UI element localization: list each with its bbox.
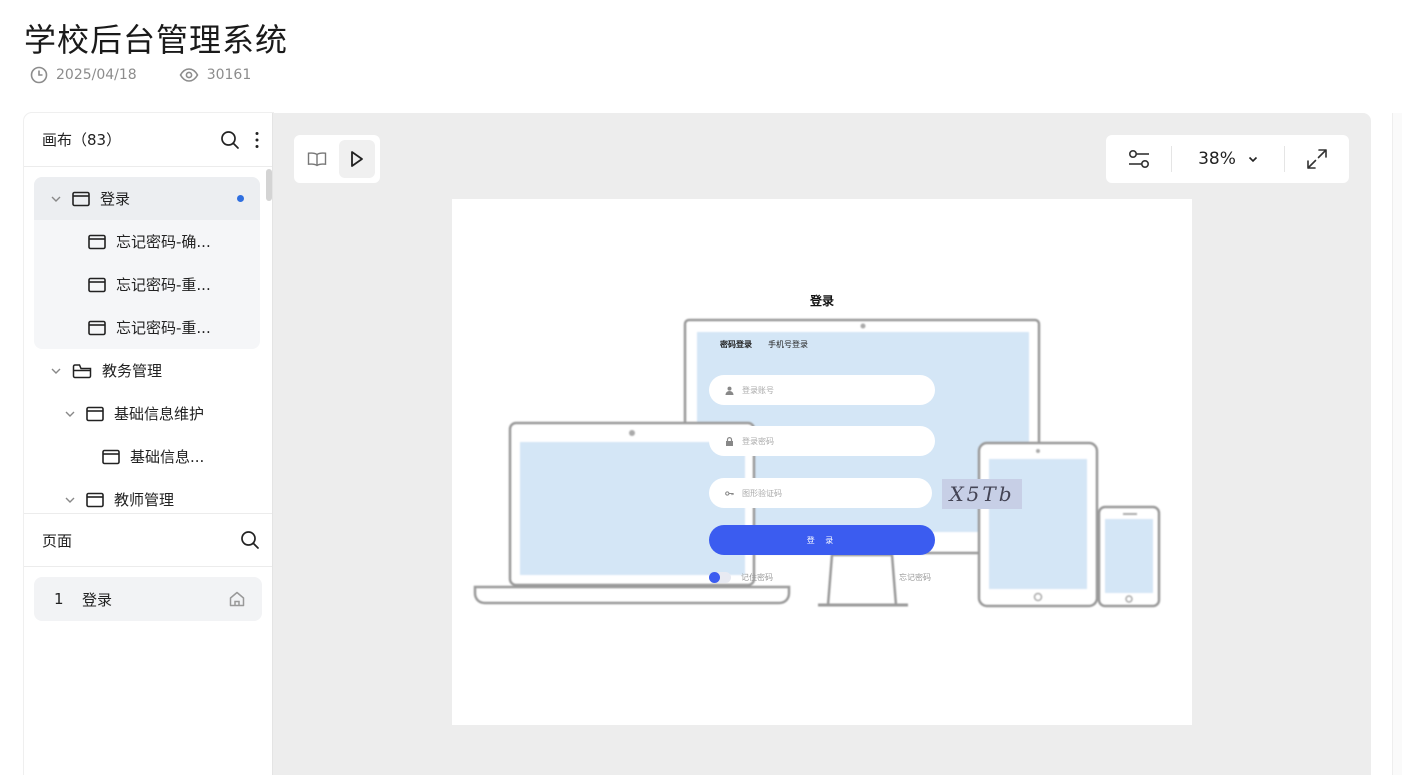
account-field[interactable]: 登录账号: [709, 375, 935, 405]
page-header: 学校后台管理系统 2025/04/18 30161: [24, 18, 293, 84]
tree-item-label: 忘记密码-重...: [116, 276, 211, 294]
right-panel-edge: [1392, 113, 1402, 775]
settings-button[interactable]: [1106, 135, 1171, 183]
meta-info: 2025/04/18 30161: [30, 66, 293, 84]
captcha-placeholder: 图形验证码: [742, 488, 782, 498]
eye-icon: [179, 68, 199, 82]
play-icon: [351, 151, 363, 167]
tree-item-teacher[interactable]: 教师管理: [34, 478, 260, 513]
page-icon: [88, 234, 106, 250]
page-index: 1: [54, 590, 64, 608]
zoom-value: 38%: [1198, 149, 1236, 169]
tab-phone-login[interactable]: 手机号登录: [768, 340, 808, 349]
page-icon: [86, 406, 104, 422]
user-icon: [725, 386, 734, 395]
publish-date: 2025/04/18: [30, 66, 137, 84]
doc-mode-button[interactable]: [299, 140, 335, 178]
mode-toolbar: [294, 135, 380, 183]
tree-item-label: 教务管理: [102, 362, 163, 380]
views-text: 30161: [206, 67, 252, 83]
preview-mode-button[interactable]: [339, 140, 375, 178]
devices-illustration: [473, 318, 1161, 608]
login-button[interactable]: 登 录: [709, 525, 935, 555]
page-icon: [72, 191, 90, 207]
forgot-password-link[interactable]: 忘记密码: [899, 573, 931, 582]
search-icon[interactable]: [240, 530, 260, 550]
folder-icon: [72, 363, 92, 379]
view-count: 30161: [179, 67, 252, 83]
fullscreen-button[interactable]: [1285, 135, 1349, 183]
page-icon: [102, 449, 120, 465]
home-icon[interactable]: [228, 590, 246, 608]
toolbar-divider: [1171, 146, 1172, 172]
tree-item-basic-info-sub[interactable]: 基础信息...: [34, 435, 260, 478]
tree-item-basic-info[interactable]: 基础信息维护: [34, 392, 260, 435]
tree-item-login[interactable]: 登录: [34, 177, 260, 220]
page-title: 学校后台管理系统: [24, 21, 289, 59]
chevron-down-icon: [1248, 156, 1257, 162]
tab-password-login[interactable]: 密码登录: [720, 340, 752, 349]
remember-label: 记住密码: [741, 573, 773, 582]
captcha-field[interactable]: 图形验证码: [709, 478, 932, 508]
password-field[interactable]: 登录密码: [709, 426, 935, 456]
canvas-tree: 登录 忘记密码-确... 忘记密码-重... 忘记密码-重... 教务管理: [24, 167, 272, 513]
page-icon: [88, 277, 106, 293]
key-icon: [725, 489, 734, 498]
view-toolbar: 38%: [1106, 135, 1349, 183]
artboard-title: 登录: [809, 294, 834, 308]
canvas-panel-title: 画布（83）: [42, 131, 122, 149]
tree-item-forgot-reset-2[interactable]: 忘记密码-重...: [34, 306, 260, 349]
book-icon: [307, 152, 327, 167]
captcha-image[interactable]: X5Tb: [942, 479, 1022, 509]
tree-item-label: 教师管理: [114, 491, 175, 509]
expand-icon: [1307, 149, 1327, 169]
lock-icon: [725, 436, 734, 446]
page-list-item[interactable]: 1 登录: [34, 577, 262, 621]
page-icon: [86, 492, 104, 508]
scrollbar[interactable]: [266, 169, 272, 201]
login-tabs: 密码登录 手机号登录: [720, 339, 938, 350]
tree-group-login: 登录 忘记密码-确... 忘记密码-重... 忘记密码-重...: [34, 177, 260, 349]
tree-item-academic[interactable]: 教务管理: [34, 349, 260, 392]
more-vertical-icon[interactable]: [254, 131, 260, 149]
toolbar-divider: [1284, 146, 1285, 172]
chevron-down-icon[interactable]: [62, 496, 78, 504]
tree-item-label: 忘记密码-确...: [116, 233, 211, 251]
sidebar: 画布（83） 登录 忘记密码-确... 忘记密码-重...: [24, 113, 273, 775]
date-text: 2025/04/18: [56, 67, 137, 83]
tree-item-label: 基础信息维护: [114, 405, 205, 423]
canvas-area[interactable]: 38%: [273, 113, 1371, 775]
page-name: 登录: [82, 590, 113, 609]
zoom-select[interactable]: 38%: [1172, 135, 1284, 183]
chevron-down-icon[interactable]: [48, 367, 64, 375]
adjust-icon: [1128, 149, 1149, 169]
login-form: 密码登录 手机号登录 登录账号 登录密码 图形验证码 X5Tb 登 录 记住密码…: [708, 339, 1022, 583]
chevron-down-icon[interactable]: [48, 195, 64, 203]
search-icon[interactable]: [220, 130, 240, 150]
chevron-down-icon[interactable]: [62, 410, 78, 418]
tree-item-forgot-reset-1[interactable]: 忘记密码-重...: [34, 263, 260, 306]
status-dot: [237, 195, 244, 202]
pages-panel-header: 页面: [24, 513, 272, 567]
account-placeholder: 登录账号: [742, 385, 774, 395]
tree-item-label: 忘记密码-重...: [116, 319, 211, 337]
tree-item-label: 登录: [100, 190, 131, 208]
clock-icon: [30, 66, 48, 84]
remember-toggle[interactable]: [709, 572, 731, 583]
canvas-panel-header: 画布（83）: [24, 113, 272, 167]
tree-item-forgot-confirm[interactable]: 忘记密码-确...: [34, 220, 260, 263]
pages-panel-title: 页面: [42, 531, 73, 550]
tree-item-label: 基础信息...: [130, 448, 205, 466]
page-icon: [88, 320, 106, 336]
artboard-login[interactable]: 登录 密码登录 手机号登录 登录账号 登录密码 图形验证码 X5Tb 登 录: [452, 199, 1192, 725]
remember-password[interactable]: 记住密码: [709, 572, 773, 583]
password-placeholder: 登录密码: [742, 436, 774, 446]
